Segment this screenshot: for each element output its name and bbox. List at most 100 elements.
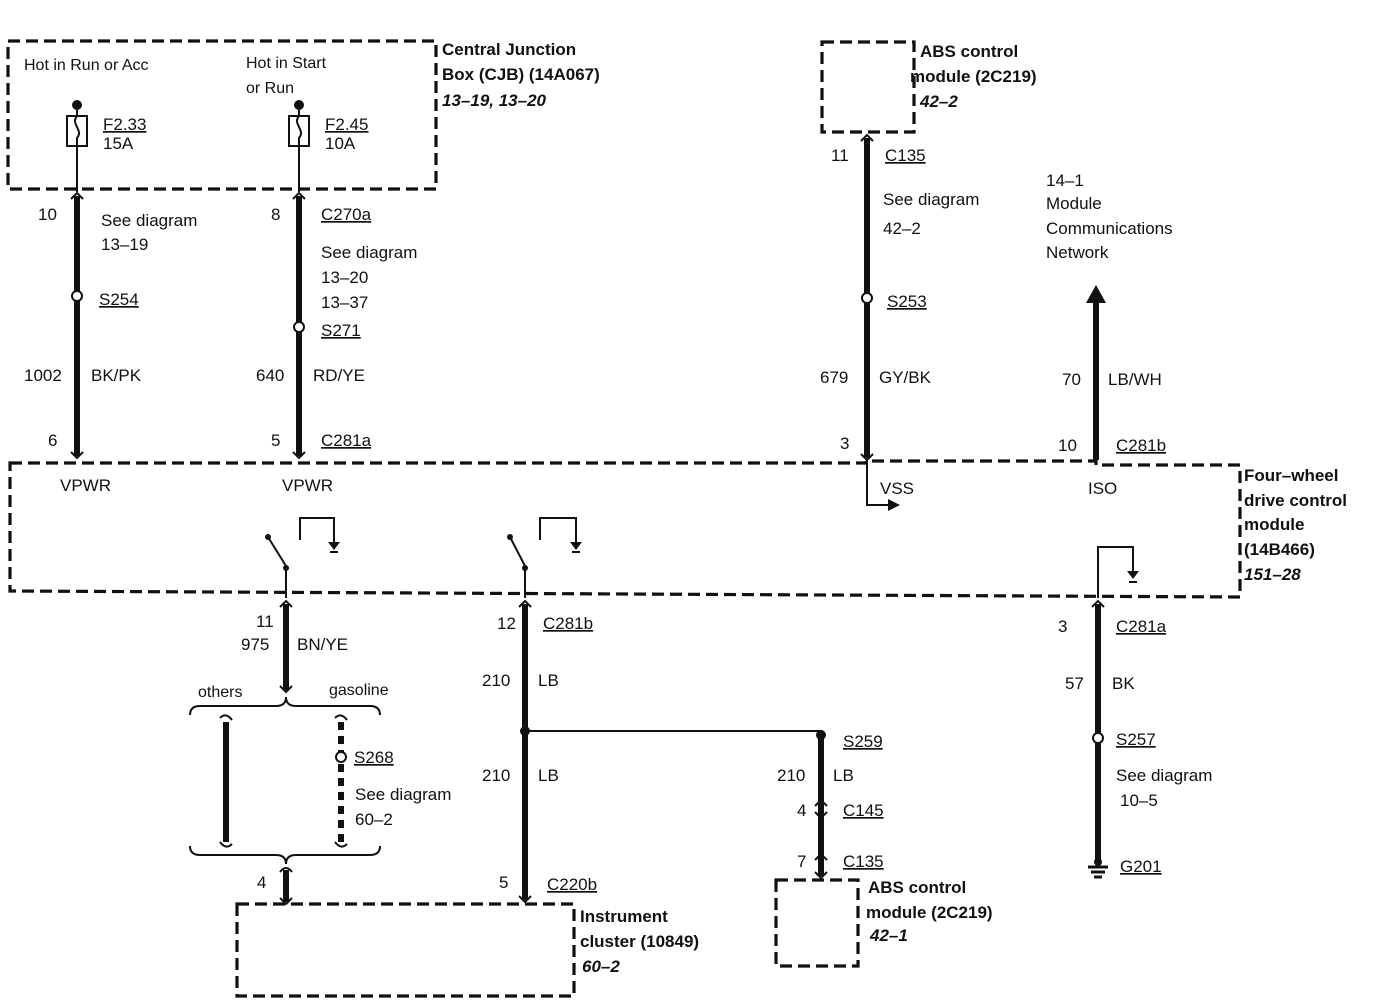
fuse-f233-rating: 15A bbox=[103, 134, 134, 153]
cluster-ref: 60–2 bbox=[582, 957, 620, 976]
circuit-57-wire bbox=[1091, 599, 1105, 862]
connector-c135: C135 bbox=[885, 146, 926, 165]
hot-in-start-label-2: or Run bbox=[246, 80, 294, 97]
wire-color-lb: LB bbox=[538, 671, 559, 690]
circuit-210-abs-wire bbox=[814, 730, 828, 880]
pin-5-label: 5 bbox=[271, 431, 280, 450]
connector-c145: C145 bbox=[843, 801, 884, 820]
gasoline-wire bbox=[334, 714, 348, 848]
pin-11-label: 11 bbox=[256, 612, 274, 631]
abs-top-title-1: ABS control bbox=[920, 42, 1018, 61]
pin-10-label: 10 bbox=[38, 205, 57, 224]
cluster-title-2: cluster (10849) bbox=[580, 932, 699, 951]
see-diagram-ref: 13–20 bbox=[321, 268, 368, 287]
abs-control-module-top: ABS control module (2C219) 42–2 bbox=[820, 40, 1037, 134]
hot-in-start-label-1: Hot in Start bbox=[246, 55, 327, 72]
circuit-1002-wire bbox=[70, 191, 84, 460]
pin-5-label: 5 bbox=[499, 873, 508, 892]
connector-c270a: C270a bbox=[321, 205, 372, 224]
cjb-title-line-1: Central Junction bbox=[442, 40, 576, 59]
ground-icon bbox=[1088, 858, 1108, 879]
vss-signal-icon bbox=[866, 460, 900, 511]
fuse-f245-id: F2.45 bbox=[325, 115, 368, 134]
wire-color-bk: BK bbox=[1112, 674, 1135, 693]
switch-1-icon bbox=[265, 517, 340, 598]
abs-top-title-2: module (2C219) bbox=[910, 67, 1037, 86]
circuit-679-wire bbox=[860, 133, 874, 462]
pin-12-label: 12 bbox=[497, 614, 516, 633]
option-gasoline: gasoline bbox=[329, 682, 389, 699]
cjb-reference: 13–19, 13–20 bbox=[442, 91, 547, 110]
pin-4-label: 4 bbox=[797, 801, 806, 820]
wire-color-lbwh: LB/WH bbox=[1108, 370, 1162, 389]
circuit-975-wire bbox=[279, 599, 293, 694]
fwd-ref: 151–28 bbox=[1244, 565, 1301, 584]
fwd-title-2: drive control bbox=[1244, 491, 1347, 510]
splice-s257: S257 bbox=[1116, 730, 1156, 749]
connector-c135: C135 bbox=[843, 852, 884, 871]
connector-c281a: C281a bbox=[1116, 617, 1167, 636]
fuse-f245-rating: 10A bbox=[325, 134, 356, 153]
see-diagram-label: See diagram bbox=[321, 243, 417, 262]
circuit-number-1002: 1002 bbox=[24, 366, 62, 385]
abs-bottom-ref: 42–1 bbox=[869, 926, 908, 945]
switch-2-icon bbox=[507, 517, 582, 598]
circuit-number-57: 57 bbox=[1065, 674, 1084, 693]
splice-s253: S253 bbox=[887, 292, 927, 311]
circuit-70-wire bbox=[1086, 285, 1106, 460]
fwd-title-4: (14B466) bbox=[1244, 540, 1315, 559]
hot-in-run-acc-label: Hot in Run or Acc bbox=[24, 57, 149, 74]
see-diagram-ref: 13–37 bbox=[321, 293, 368, 312]
wire-color-lb: LB bbox=[833, 766, 854, 785]
splice-s259: S259 bbox=[843, 732, 883, 751]
see-diagram-label: See diagram bbox=[355, 785, 451, 804]
vss-label: VSS bbox=[880, 479, 914, 498]
circuit-number-640: 640 bbox=[256, 366, 284, 385]
wire-color-bkpk: BK/PK bbox=[91, 366, 142, 385]
internal-ground-icon bbox=[1097, 546, 1139, 598]
cluster-pin-4-wire bbox=[279, 867, 293, 906]
cjb-title-line-2: Box (CJB) (14A067) bbox=[442, 65, 600, 84]
four-wheel-drive-control-module: Four–wheel drive control module (14B466)… bbox=[8, 459, 1347, 599]
wire-color-lb: LB bbox=[538, 766, 559, 785]
circuit-number-210: 210 bbox=[482, 766, 510, 785]
pin-6-label: 6 bbox=[48, 431, 57, 450]
network-label-2: Communications bbox=[1046, 219, 1173, 238]
see-diagram-label: See diagram bbox=[883, 190, 979, 209]
wire-color-bnye: BN/YE bbox=[297, 635, 348, 654]
network-label-1: Module bbox=[1046, 194, 1102, 213]
circuit-number-975: 975 bbox=[241, 635, 269, 654]
pin-4-label: 4 bbox=[257, 873, 266, 892]
splice-s268: S268 bbox=[354, 748, 394, 767]
circuit-210-wire bbox=[518, 599, 821, 904]
abs-bottom-title-1: ABS control bbox=[868, 878, 966, 897]
network-ref: 14–1 bbox=[1046, 171, 1084, 190]
connector-c281b: C281b bbox=[543, 614, 593, 633]
arrow-up-icon bbox=[1086, 285, 1106, 303]
see-diagram-ref: 60–2 bbox=[355, 810, 393, 829]
abs-bottom-title-2: module (2C219) bbox=[866, 903, 993, 922]
pin-7-label: 7 bbox=[797, 852, 806, 871]
central-junction-box: Central Junction Box (CJB) (14A067) 13–1… bbox=[6, 39, 600, 192]
circuit-number-679: 679 bbox=[820, 368, 848, 387]
circuit-number-70: 70 bbox=[1062, 370, 1081, 389]
pin-11-label: 11 bbox=[831, 146, 849, 165]
see-diagram-ref: 13–19 bbox=[101, 235, 148, 254]
see-diagram-label: See diagram bbox=[101, 211, 197, 230]
abs-top-ref: 42–2 bbox=[919, 92, 958, 111]
circuit-640-wire bbox=[292, 191, 306, 460]
circuit-number-210: 210 bbox=[482, 671, 510, 690]
wire-color-rdye: RD/YE bbox=[313, 366, 365, 385]
fwd-title-1: Four–wheel bbox=[1244, 466, 1338, 485]
see-diagram-ref: 10–5 bbox=[1120, 791, 1158, 810]
options-brace-top bbox=[189, 696, 381, 716]
pin-8-label: 8 bbox=[271, 205, 280, 224]
others-wire bbox=[219, 714, 233, 848]
pin-3-label: 3 bbox=[1058, 617, 1067, 636]
vpwr-label-1: VPWR bbox=[60, 476, 111, 495]
wire-color-gybk: GY/BK bbox=[879, 368, 932, 387]
fwd-title-3: module bbox=[1244, 515, 1304, 534]
splice-s271: S271 bbox=[321, 321, 361, 340]
circuit-number-210: 210 bbox=[777, 766, 805, 785]
